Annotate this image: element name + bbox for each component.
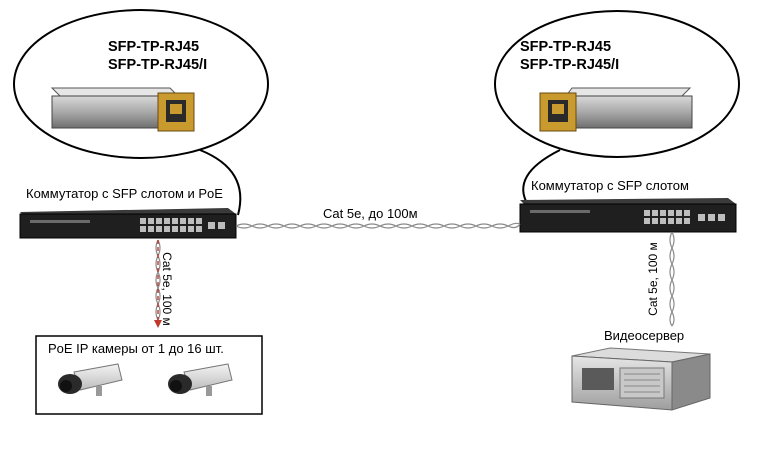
ip-camera-icon	[58, 363, 123, 396]
right-callout-bubble	[494, 10, 740, 158]
right-sfp-module	[539, 87, 693, 132]
right-switch	[519, 198, 737, 233]
link-label: Cat 5e, до 100м	[323, 206, 418, 221]
right-module-model-1: SFP-TP-RJ45	[520, 39, 612, 55]
video-server-icon	[571, 347, 711, 411]
left-callout-bubble	[13, 9, 269, 159]
left-callout-tail	[199, 149, 242, 216]
left-switch	[19, 208, 237, 239]
left-vertical-cable-label: Cat 5e, 100 м	[159, 252, 174, 326]
right-callout-tail	[522, 149, 561, 206]
left-switch-label: Коммутатор с SFP слотом и PoE	[26, 186, 223, 201]
cameras-label: PoE IP камеры от 1 до 16 шт.	[48, 341, 224, 356]
left-module-model-2: SFP-TP-RJ45/I	[108, 57, 208, 73]
right-vertical-cable-label: Cat 5e, 100 м	[645, 242, 660, 316]
left-vertical-cable	[154, 239, 162, 328]
left-sfp-module	[50, 87, 195, 132]
horizontal-cable	[235, 222, 521, 229]
server-label: Видеосервер	[604, 328, 685, 343]
right-module-model-2: SFP-TP-RJ45/I	[520, 57, 620, 73]
left-module-model-1: SFP-TP-RJ45	[108, 39, 200, 55]
right-switch-label: Коммутатор с SFP слотом	[531, 178, 689, 193]
ip-camera-icon	[168, 363, 233, 396]
right-vertical-cable	[669, 231, 675, 327]
